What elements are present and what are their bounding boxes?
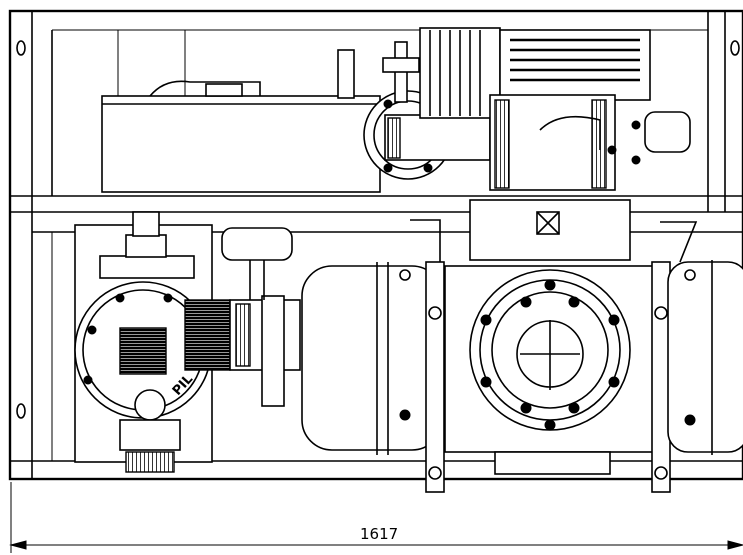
coupling-assembly	[184, 227, 301, 407]
dimension-label: 1617	[360, 525, 398, 543]
upper-tank-assembly	[101, 30, 381, 193]
upper-flange-assembly	[337, 41, 491, 180]
pump-assembly: PIL	[74, 211, 213, 473]
motor-body	[301, 261, 445, 493]
upper-motor-assembly	[419, 27, 691, 261]
right-drum	[667, 260, 743, 455]
width-dimension: 1617	[9, 482, 743, 553]
